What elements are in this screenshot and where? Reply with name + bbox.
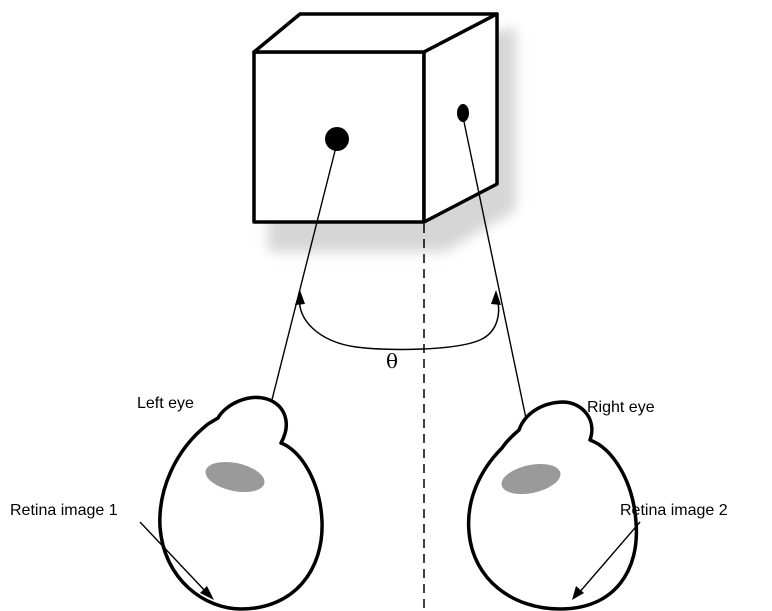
- left-eye-label: Left eye: [137, 395, 194, 412]
- left-eyeball-outline: [160, 397, 322, 609]
- retina-image-2-label: Retina image 2: [620, 502, 728, 519]
- angle-arc: [300, 296, 499, 349]
- left-eye: [160, 397, 322, 609]
- right-eye-label: Right eye: [587, 399, 655, 416]
- cube-front-dot: [325, 127, 349, 151]
- right-eyeball-outline: [469, 402, 637, 609]
- theta-label: θ: [386, 349, 398, 373]
- angle-arrow-left: [295, 290, 305, 305]
- cube: [254, 14, 516, 252]
- right-eye: [469, 402, 637, 609]
- retina-image-1-label: Retina image 1: [10, 502, 118, 519]
